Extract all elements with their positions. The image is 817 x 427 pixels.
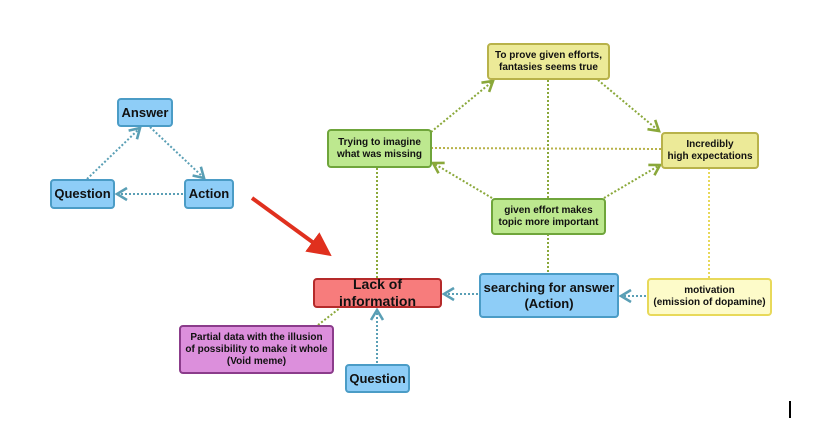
node-question-left[interactable]: Question bbox=[50, 179, 115, 209]
node-partial-data[interactable]: Partial data with the illusion of possib… bbox=[179, 325, 334, 374]
red-arrow bbox=[250, 196, 332, 257]
node-answer[interactable]: Answer bbox=[117, 98, 173, 127]
node-question-bottom[interactable]: Question bbox=[345, 364, 410, 393]
edge-toprove-incredibly bbox=[597, 79, 661, 133]
node-incredibly[interactable]: Incredibly high expectations bbox=[661, 132, 759, 169]
edge-partial-lack bbox=[317, 307, 341, 326]
node-searching[interactable]: searching for answer (Action) bbox=[479, 273, 619, 318]
edge-question-answer bbox=[86, 126, 142, 180]
edge-answer-action bbox=[149, 126, 206, 180]
node-given-effort[interactable]: given effort makes topic more important bbox=[491, 198, 606, 235]
text-cursor bbox=[789, 401, 791, 418]
edge-trying-incredibly bbox=[430, 147, 662, 150]
edge-trying-toprove bbox=[430, 79, 495, 133]
node-to-prove[interactable]: To prove given efforts, fantasies seems … bbox=[487, 43, 610, 80]
node-lack-of-information[interactable]: Lack of information bbox=[313, 276, 442, 309]
edge-given-trying bbox=[430, 161, 493, 199]
node-motivation[interactable]: motivation (emission of dopamine) bbox=[647, 278, 772, 316]
edge-given-incredibly bbox=[603, 163, 663, 199]
node-trying[interactable]: Trying to imagine what was missing bbox=[327, 129, 432, 168]
node-action[interactable]: Action bbox=[184, 179, 234, 209]
